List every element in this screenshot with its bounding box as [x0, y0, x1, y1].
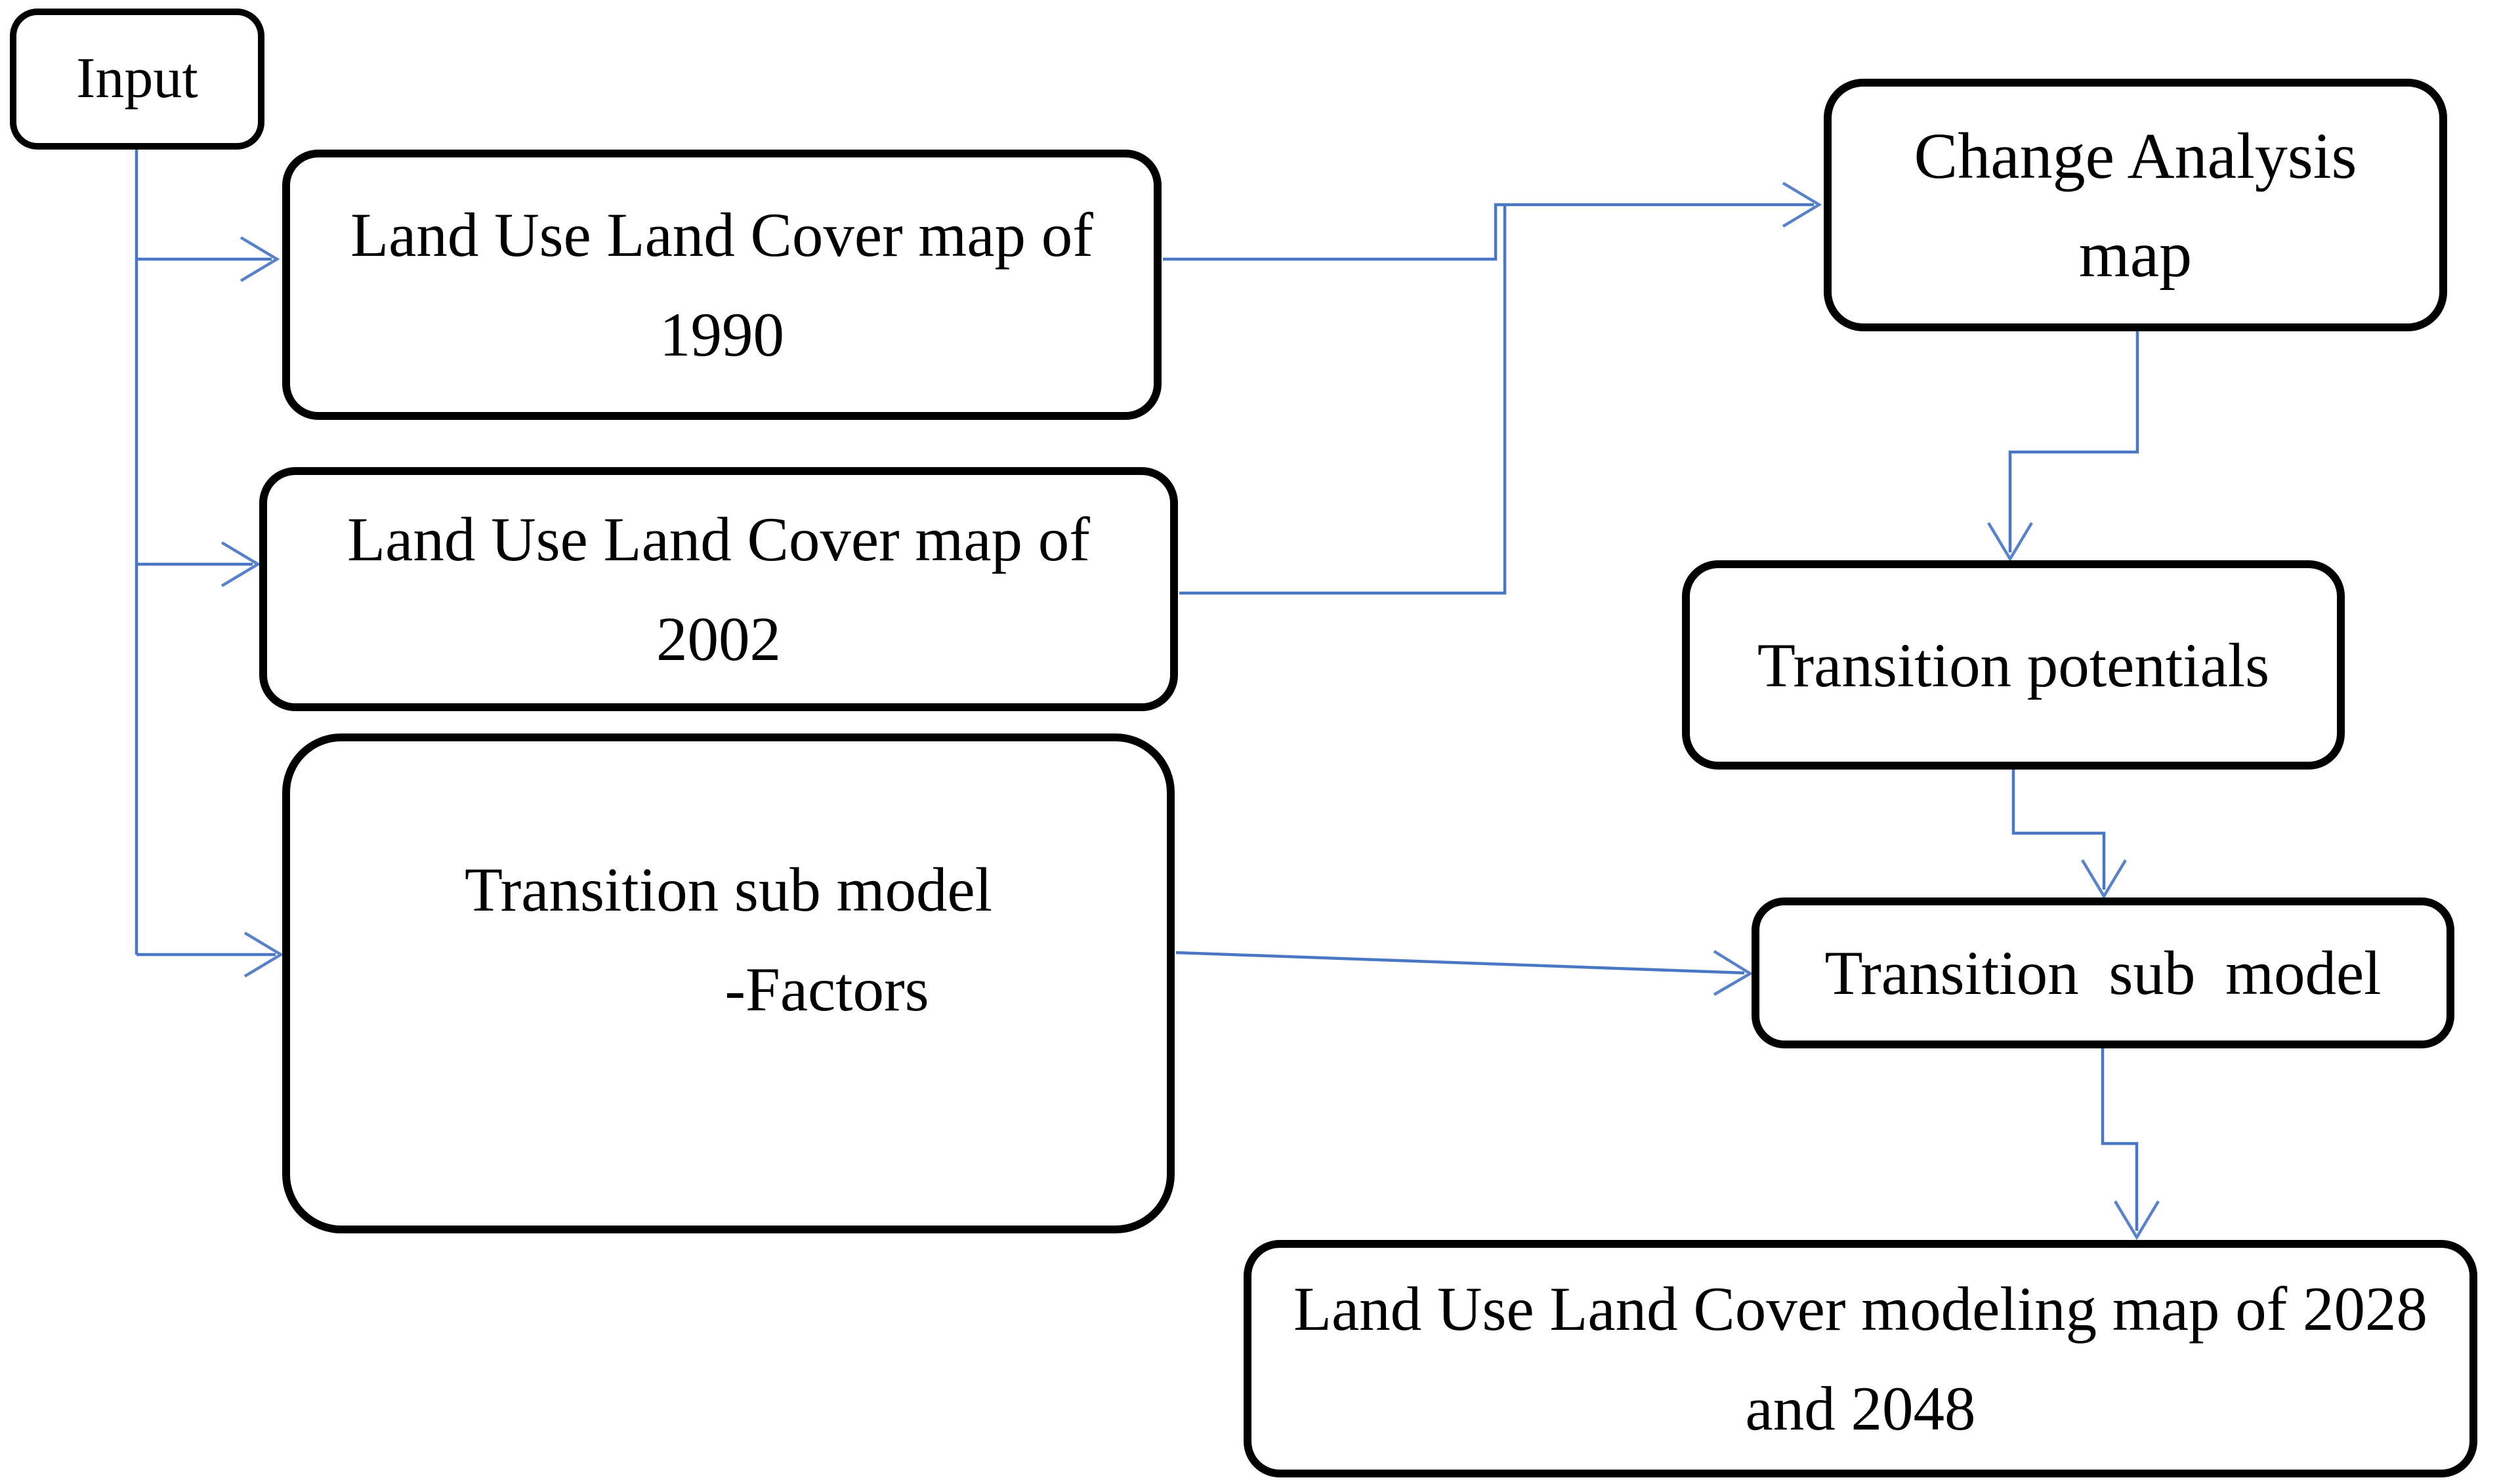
node-lulc-map-2002-line1: Land Use Land Cover map of: [347, 505, 1090, 574]
node-transition-potentials-label: Transition potentials: [1757, 630, 2270, 700]
node-lulc-modeling-map: Land Use Land Cover modeling map of 2028…: [1244, 1240, 2477, 1477]
edge-input-to-factors-arrowhead: [243, 932, 284, 978]
edge-transition-sub-model-to-modeling: [2101, 1048, 2160, 1241]
node-lulc-map-1990-line1: Land Use Land Cover map of: [350, 200, 1093, 270]
edge-factors-to-transition-sub-model-arrowhead: [1713, 950, 1754, 996]
edge-lulc1990-to-change-analysis-line: [1163, 203, 1814, 261]
edge-transition-sub-model-to-modeling-arrowhead: [2114, 1200, 2160, 1241]
edge-input-to-factors: [136, 932, 284, 978]
edge-factors-to-transition-sub-model: [1175, 950, 1754, 996]
node-change-analysis-map-line2: map: [2078, 217, 2193, 291]
edge-transition-sub-model-to-modeling-line: [2101, 1048, 2139, 1231]
edge-potentials-to-transition-sub-model-arrowhead: [2081, 859, 2127, 899]
node-input: Input: [10, 9, 264, 150]
edge-change-analysis-to-potentials-line: [2008, 331, 2139, 552]
node-transition-sub-model-factors-line1: Transition sub model: [464, 855, 993, 924]
edge-input-to-lulc1990: [136, 236, 280, 282]
edge-input-to-lulc2002: [136, 541, 261, 587]
edge-change-analysis-to-potentials: [1987, 331, 2139, 562]
edge-lulc1990-to-change-analysis: [1163, 182, 1822, 261]
node-lulc-map-2002-line2: 2002: [656, 604, 781, 674]
edge-potentials-to-transition-sub-model: [2011, 770, 2127, 899]
node-transition-potentials: Transition potentials: [1682, 560, 2345, 770]
node-lulc-map-1990: Land Use Land Cover map of 1990: [282, 150, 1162, 420]
node-lulc-map-2002: Land Use Land Cover map of 2002: [259, 467, 1178, 711]
node-lulc-modeling-map-line1: Land Use Land Cover modeling map of 2028: [1293, 1274, 2428, 1344]
node-transition-sub-model-label: Transition sub model: [1824, 938, 2382, 1008]
edge-potentials-to-transition-sub-model-line: [2011, 770, 2106, 890]
edge-lulc2002-to-change-analysis: [1179, 206, 1507, 595]
node-transition-sub-model: Transition sub model: [1752, 897, 2454, 1048]
node-change-analysis-map: Change Analysis map: [1824, 79, 2447, 331]
node-transition-sub-model-factors: Transition sub model -Factors: [282, 733, 1175, 1233]
edge-factors-to-transition-sub-model-line: [1175, 951, 1745, 975]
edge-change-analysis-to-potentials-arrowhead: [1987, 522, 2033, 562]
edge-lulc2002-to-change-analysis-line: [1179, 206, 1507, 595]
edge-lulc1990-to-change-analysis-arrowhead: [1782, 182, 1822, 228]
node-transition-sub-model-factors-line2: -Factors: [724, 955, 929, 1024]
edge-input-to-lulc1990-arrowhead: [240, 236, 280, 282]
node-lulc-map-1990-line2: 1990: [660, 300, 784, 369]
edge-input-to-lulc2002-arrowhead: [220, 541, 261, 587]
node-lulc-modeling-map-line2: and 2048: [1745, 1374, 1976, 1443]
node-input-label: Input: [76, 47, 198, 111]
node-change-analysis-map-line1: Change Analysis: [1914, 119, 2357, 192]
